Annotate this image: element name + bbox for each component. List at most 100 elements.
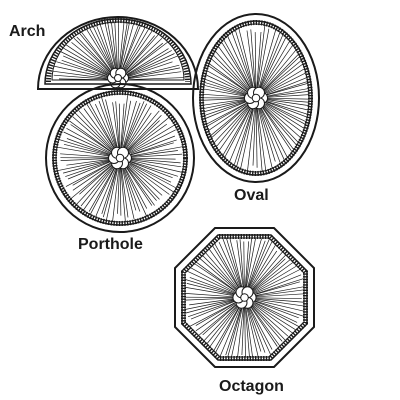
sunburst-ray xyxy=(66,138,115,157)
sunburst-ray xyxy=(102,167,118,218)
sunburst-ray xyxy=(207,246,238,289)
porthole-trim-band xyxy=(52,90,188,226)
sunburst-ray xyxy=(189,298,238,306)
sunburst-ray xyxy=(122,164,141,212)
sunburst-ray xyxy=(255,293,304,298)
sunburst-ray xyxy=(255,106,258,168)
sunburst-ray xyxy=(105,99,119,151)
sunburst-ray xyxy=(129,145,184,157)
sunburst-ray xyxy=(117,168,120,214)
sunburst-ray xyxy=(128,158,181,164)
oval-trim-band xyxy=(199,20,313,176)
sunburst-ray xyxy=(126,167,153,206)
sunburst-ray xyxy=(71,42,113,76)
sunburst-ray xyxy=(125,164,160,200)
sunburst-ray xyxy=(187,299,239,318)
sunburst-ray xyxy=(196,249,237,290)
sunburst-ray xyxy=(118,103,121,151)
porthole-glass-edge xyxy=(55,93,185,223)
sunburst-ray xyxy=(128,71,182,79)
sunburst-ray xyxy=(127,150,178,158)
sunburst-ray xyxy=(262,79,309,97)
sunburst-ray xyxy=(251,281,300,296)
sunburst-ray xyxy=(121,164,137,211)
sunburst-ray xyxy=(52,65,111,79)
sunburst-ray xyxy=(122,40,170,77)
sunburst-ray xyxy=(124,164,155,206)
sunburst-ray xyxy=(117,22,120,70)
sunburst-ray xyxy=(61,59,109,78)
sunburst-ray xyxy=(249,248,286,292)
sunburst-ray xyxy=(253,297,304,303)
octagon-window xyxy=(174,227,315,368)
sunburst-ray xyxy=(54,48,108,76)
sunburst-ray xyxy=(105,169,118,222)
sunburst-ray xyxy=(94,103,117,150)
sunburst-ray xyxy=(131,159,182,168)
sunburst-ray xyxy=(203,100,251,133)
arch-label: Arch xyxy=(9,23,46,40)
sunburst-ray xyxy=(249,302,289,337)
sunburst-ray xyxy=(260,104,299,156)
sunburst-ray xyxy=(253,300,299,319)
sunburst-ray xyxy=(129,157,176,160)
oval-window xyxy=(192,13,320,183)
sunburst-ray xyxy=(204,302,241,355)
sunburst-ray xyxy=(244,306,251,357)
sunburst-ray xyxy=(188,300,240,328)
arch-sunburst-rays xyxy=(52,22,184,80)
sunburst-ray xyxy=(246,238,256,288)
sunburst-ray xyxy=(225,304,243,356)
sunburst-ray xyxy=(126,162,170,195)
sunburst-ray xyxy=(252,300,298,323)
sunburst-ray xyxy=(259,43,295,94)
sunburst-ray xyxy=(52,70,107,79)
oval-rosette xyxy=(243,86,269,110)
sunburst-ray xyxy=(67,161,110,180)
arch-window xyxy=(36,16,200,90)
sunburst-ray xyxy=(56,43,111,76)
sunburst-ray xyxy=(250,29,256,92)
sunburst-ray xyxy=(256,106,263,172)
sunburst-ray xyxy=(185,292,235,298)
sunburst-ray xyxy=(262,99,309,121)
sunburst-ray xyxy=(124,64,180,79)
sunburst-ray xyxy=(79,162,115,195)
sunburst-ray xyxy=(112,102,120,149)
sunburst-ray xyxy=(203,66,251,96)
sunburst-ray xyxy=(249,303,281,347)
sunburst-ray xyxy=(241,307,245,356)
sunburst-ray xyxy=(130,135,176,154)
arch-glass-edge xyxy=(51,21,185,81)
sunburst-ray xyxy=(185,298,237,312)
sunburst-ray xyxy=(195,254,237,291)
sunburst-ray xyxy=(244,306,246,357)
sunburst-ray xyxy=(203,101,251,132)
sunburst-ray xyxy=(263,99,309,116)
sunburst-ray xyxy=(119,22,137,72)
sunburst-ray xyxy=(85,28,114,73)
sunburst-ray xyxy=(251,262,293,293)
sunburst-ray xyxy=(211,37,250,89)
sunburst-ray xyxy=(126,124,175,155)
sunburst-ray xyxy=(125,110,160,152)
sunburst-ray xyxy=(261,52,305,93)
sunburst-ray xyxy=(130,139,177,156)
sunburst-ray xyxy=(190,301,235,320)
sunburst-ray xyxy=(114,22,118,70)
sunburst-ray xyxy=(123,53,175,78)
sunburst-ray xyxy=(63,131,115,156)
sunburst-ray xyxy=(248,253,288,293)
sunburst-ray xyxy=(127,162,177,194)
rosette-center xyxy=(114,74,122,82)
sunburst-ray xyxy=(225,32,253,90)
sunburst-ray xyxy=(103,22,117,73)
sunburst-ray xyxy=(63,55,110,77)
sunburst-ray xyxy=(185,285,237,297)
sunburst-ray xyxy=(244,241,250,289)
sunburst-ray xyxy=(248,243,277,291)
sunburst-ray xyxy=(254,302,304,331)
sunburst-ray xyxy=(119,22,131,73)
porthole-sunburst-rays xyxy=(56,95,184,222)
sunburst-ray xyxy=(123,165,148,217)
